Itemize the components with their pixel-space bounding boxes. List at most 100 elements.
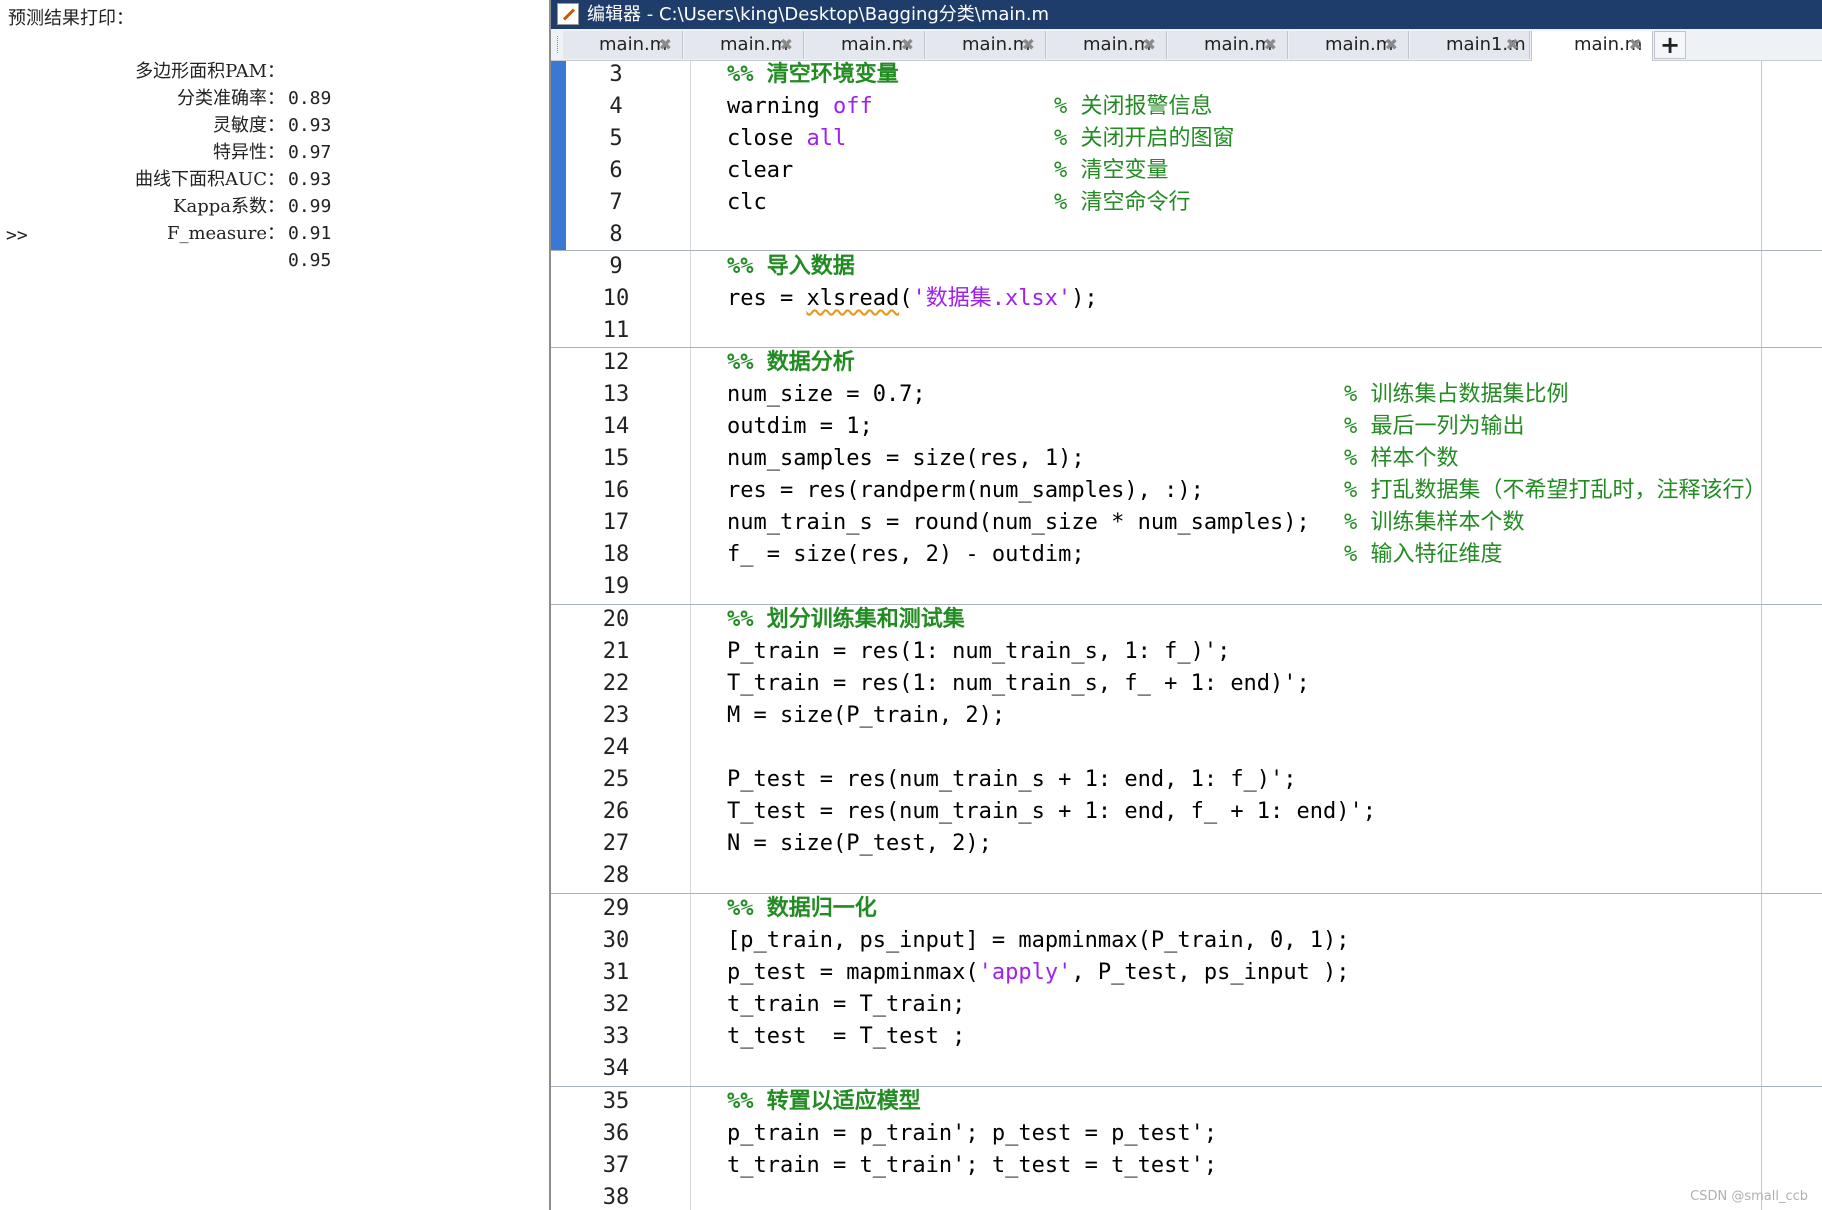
metric-value: 0.93 bbox=[288, 169, 332, 190]
line-number-gutter bbox=[551, 61, 691, 1210]
code-line[interactable]: 18 f_ = size(res, 2) - outdim; % 输入特征维度 bbox=[551, 539, 1822, 571]
code-text: , P_test, ps_input ); bbox=[1071, 960, 1350, 985]
output-header: 预测结果打印： bbox=[8, 8, 134, 29]
code-line[interactable]: 20 %% 划分训练集和测试集 bbox=[551, 604, 1822, 636]
tab-close-icon[interactable]: ✖ bbox=[658, 35, 672, 54]
code-text: t_test = T_test ; bbox=[727, 1024, 966, 1049]
editor-tab-active[interactable]: main.m ✖ bbox=[1531, 31, 1653, 61]
code-line[interactable]: 7 clc % 清空命令行 bbox=[551, 187, 1822, 219]
code-line[interactable]: 24 bbox=[551, 732, 1822, 764]
editor-title: 编辑器 - C:\Users\king\Desktop\Bagging分类\ma… bbox=[587, 4, 1050, 25]
code-line[interactable]: 19 bbox=[551, 571, 1822, 603]
editor-titlebar[interactable]: 编辑器 - C:\Users\king\Desktop\Bagging分类\ma… bbox=[551, 0, 1822, 29]
tab-close-icon[interactable]: ✖ bbox=[900, 35, 914, 54]
code-line[interactable]: 17 num_train_s = round(num_size * num_sa… bbox=[551, 507, 1822, 539]
code-line[interactable]: 6 clear % 清空变量 bbox=[551, 155, 1822, 187]
code-line[interactable]: 5 close all % 关闭开启的图窗 bbox=[551, 123, 1822, 155]
code-text: T_train = res(1: num_train_s, f_ + 1: en… bbox=[727, 671, 1310, 696]
code-line[interactable]: 28 bbox=[551, 860, 1822, 892]
line-number: 20 bbox=[602, 607, 630, 632]
code-line[interactable]: 4 warning off % 关闭报警信息 bbox=[551, 91, 1822, 123]
code-line[interactable]: 10 res = xlsread('数据集.xlsx'); bbox=[551, 283, 1822, 315]
metric-row: 多边形面积PAM： 0.89 bbox=[0, 31, 550, 109]
tab-close-icon[interactable]: ✖ bbox=[1628, 35, 1642, 54]
tab-label: main.m bbox=[599, 34, 668, 55]
editor-tab[interactable]: main.m ✖ bbox=[1047, 31, 1167, 59]
tab-label: main.m bbox=[1574, 34, 1643, 55]
editor-tab[interactable]: main.m ✖ bbox=[684, 31, 804, 59]
code-line[interactable]: 34 bbox=[551, 1053, 1822, 1085]
editor-pencil-icon bbox=[557, 3, 579, 25]
line-number: 22 bbox=[602, 671, 630, 696]
tabbar-grip-handle[interactable] bbox=[557, 36, 560, 53]
code-text: close all bbox=[727, 123, 846, 155]
panel-divider[interactable] bbox=[549, 0, 551, 1210]
code-line[interactable]: 27 N = size(P_test, 2); bbox=[551, 828, 1822, 860]
metric-row: 分类准确率： 0.93 bbox=[0, 58, 550, 136]
metric-row: 特异性： 0.93 bbox=[0, 112, 550, 190]
editor-window: 编辑器 - C:\Users\king\Desktop\Bagging分类\ma… bbox=[551, 0, 1822, 1210]
tab-close-icon[interactable]: ✖ bbox=[1384, 35, 1398, 54]
code-line[interactable]: 29 %% 数据归一化 bbox=[551, 893, 1822, 925]
tab-close-icon[interactable]: ✖ bbox=[1505, 35, 1519, 54]
code-text: num_size = 0.7; bbox=[727, 382, 926, 407]
editor-tab[interactable]: main.m ✖ bbox=[926, 31, 1046, 59]
code-line[interactable]: 33 t_test = T_test ; bbox=[551, 1021, 1822, 1053]
tab-label: main.m bbox=[1204, 34, 1273, 55]
code-line[interactable]: 25 P_test = res(num_train_s + 1: end, 1:… bbox=[551, 764, 1822, 796]
command-window[interactable]: 预测结果打印： 多边形面积PAM： 0.89 分类准确率： 0.93 灵敏度： … bbox=[0, 0, 550, 1210]
code-comment: % 训练集样本个数 bbox=[1344, 510, 1525, 535]
code-comment: % 输入特征维度 bbox=[1344, 542, 1503, 567]
code-line[interactable]: 30 [p_train, ps_input] = mapminmax(P_tra… bbox=[551, 925, 1822, 957]
editor-tab[interactable]: main.m ✖ bbox=[805, 31, 925, 59]
add-tab-button[interactable]: + bbox=[1654, 31, 1686, 59]
editor-tab[interactable]: main.m ✖ bbox=[1289, 31, 1409, 59]
code-line[interactable]: 23 M = size(P_train, 2); bbox=[551, 700, 1822, 732]
code-line[interactable]: 13 num_size = 0.7; % 训练集占数据集比例 bbox=[551, 379, 1822, 411]
code-line[interactable]: 31 p_test = mapminmax('apply', P_test, p… bbox=[551, 957, 1822, 989]
code-line[interactable]: 32 t_train = T_train; bbox=[551, 989, 1822, 1021]
code-comment: % 关闭报警信息 bbox=[1054, 94, 1213, 119]
line-number: 8 bbox=[609, 222, 623, 247]
string-literal: 'apply' bbox=[978, 960, 1072, 985]
code-editor[interactable]: 3 %% 清空环境变量 4 warning off % 关闭报警信息 5 clo… bbox=[551, 61, 1822, 1210]
editor-tab[interactable]: main1.m ✖ bbox=[1410, 31, 1530, 59]
line-number: 21 bbox=[602, 639, 630, 664]
code-line[interactable]: 22 T_train = res(1: num_train_s, f_ + 1:… bbox=[551, 668, 1822, 700]
line-number: 5 bbox=[609, 126, 623, 151]
code-line[interactable]: 21 P_train = res(1: num_train_s, 1: f_)'… bbox=[551, 636, 1822, 668]
code-line[interactable]: 37 t_train = t_train'; t_test = t_test'; bbox=[551, 1150, 1822, 1182]
code-line[interactable]: 15 num_samples = size(res, 1); % 样本个数 bbox=[551, 443, 1822, 475]
code-line[interactable]: 3 %% 清空环境变量 bbox=[551, 61, 1822, 91]
metric-value: 0.91 bbox=[288, 223, 332, 244]
current-cell-indicator bbox=[551, 61, 566, 251]
code-text: [p_train, ps_input] = mapminmax(P_train,… bbox=[727, 928, 1350, 953]
line-number: 17 bbox=[602, 510, 630, 535]
tab-close-icon[interactable]: ✖ bbox=[779, 35, 793, 54]
editor-tab[interactable]: main.m ✖ bbox=[563, 31, 683, 59]
command-prompt[interactable]: >> bbox=[6, 225, 28, 246]
code-text: clc bbox=[727, 190, 767, 215]
code-line[interactable]: 8 bbox=[551, 219, 1822, 251]
code-line[interactable]: 16 res = res(randperm(num_samples), :); … bbox=[551, 475, 1822, 507]
code-comment: % 关闭开启的图窗 bbox=[1054, 126, 1235, 151]
tab-close-icon[interactable]: ✖ bbox=[1263, 35, 1277, 54]
line-number: 37 bbox=[602, 1153, 630, 1178]
code-line[interactable]: 38 bbox=[551, 1182, 1822, 1210]
line-number: 31 bbox=[602, 960, 630, 985]
code-line[interactable]: 12 %% 数据分析 bbox=[551, 347, 1822, 379]
cell-separator bbox=[551, 604, 1822, 605]
tab-close-icon[interactable]: ✖ bbox=[1021, 35, 1035, 54]
code-line[interactable]: 11 bbox=[551, 315, 1822, 347]
string-literal: '数据集.xlsx' bbox=[912, 286, 1072, 311]
code-line[interactable]: 36 p_train = p_train'; p_test = p_test'; bbox=[551, 1118, 1822, 1150]
code-text: P_train = res(1: num_train_s, 1: f_)'; bbox=[727, 639, 1231, 664]
code-line[interactable]: 14 outdim = 1; % 最后一列为输出 bbox=[551, 411, 1822, 443]
code-line[interactable]: 26 T_test = res(num_train_s + 1: end, f_… bbox=[551, 796, 1822, 828]
editor-tab[interactable]: main.m ✖ bbox=[1168, 31, 1288, 59]
code-line[interactable]: 35 %% 转置以适应模型 bbox=[551, 1086, 1822, 1118]
metric-row: F_measure： 0.95 bbox=[0, 193, 550, 271]
tab-close-icon[interactable]: ✖ bbox=[1142, 35, 1156, 54]
code-line[interactable]: 9 %% 导入数据 bbox=[551, 251, 1822, 283]
code-text: num_train_s = round(num_size * num_sampl… bbox=[727, 510, 1310, 535]
